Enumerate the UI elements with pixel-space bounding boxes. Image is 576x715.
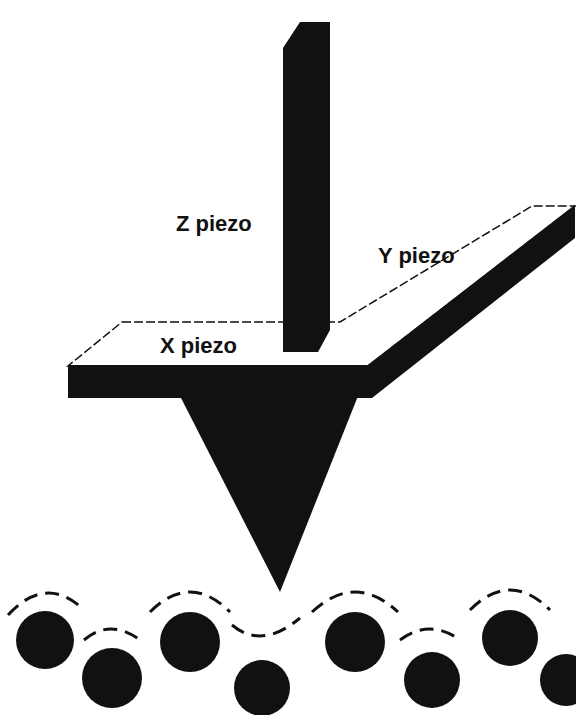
part-label: Z piezo	[176, 212, 252, 236]
part-label: X piezo	[160, 334, 237, 358]
electron-cloud	[8, 590, 550, 640]
part-label: Y piezo	[378, 244, 455, 268]
surface-atom	[16, 610, 576, 715]
z-piezo-bar	[283, 22, 330, 352]
probe-tip	[180, 396, 358, 592]
